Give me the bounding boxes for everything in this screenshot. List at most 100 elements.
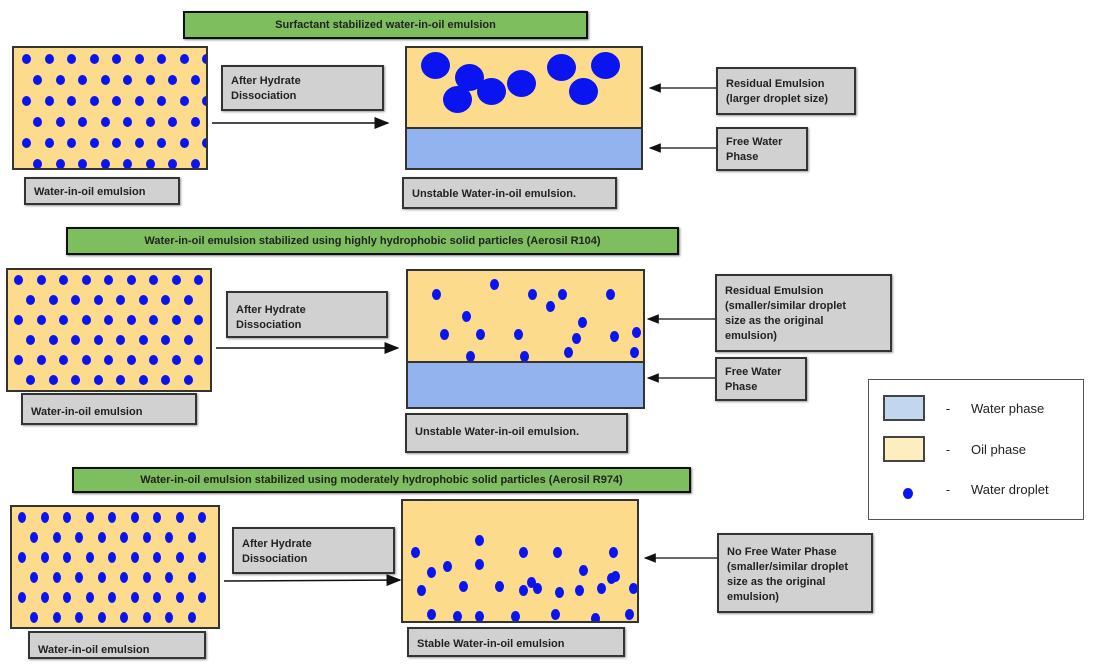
water-droplet [55, 159, 65, 168]
water-droplet [81, 275, 91, 285]
water-droplet [168, 75, 177, 85]
water-droplet [597, 583, 606, 594]
water-droplet [198, 592, 206, 603]
water-droplet [440, 329, 449, 340]
water-droplet [97, 612, 106, 623]
water-droplet [18, 552, 26, 563]
water-droplet [71, 375, 80, 385]
water-droplet [97, 532, 106, 543]
oil-phase-swatch [883, 436, 925, 462]
water-droplet [44, 54, 54, 64]
panel-3-stable-emulsion [401, 499, 639, 623]
water-droplet [93, 375, 103, 385]
water-droplet [130, 552, 139, 563]
water-droplet [198, 552, 206, 563]
water-droplet [116, 375, 125, 385]
water-droplet [40, 552, 49, 563]
water-droplet [33, 159, 42, 168]
water-droplet [610, 331, 619, 342]
water-droplet-icon [903, 488, 913, 499]
water-droplet [546, 301, 555, 312]
water-droplet [165, 612, 173, 623]
water-droplet [202, 96, 206, 106]
water-droplet [78, 159, 87, 168]
water-droplet [33, 117, 42, 127]
water-droplet [145, 75, 155, 85]
water-droplet [153, 512, 161, 523]
water-droplet [153, 552, 161, 563]
panel-2-title: Water-in-oil emulsion stabilized using h… [66, 227, 679, 255]
water-droplet [75, 572, 83, 583]
water-droplet [104, 315, 113, 325]
water-droplet [55, 117, 65, 127]
water-droplet [459, 581, 468, 592]
panel-3-annotation-no-free-water: No Free Water Phase (smaller/similar dro… [717, 533, 873, 613]
legend-dash: - [945, 481, 951, 497]
panel-3-initial-label: Water-in-oil emulsion [28, 631, 206, 659]
water-droplet [630, 347, 639, 358]
water-droplet [108, 512, 116, 523]
water-droplet [183, 375, 193, 385]
water-droplet [190, 159, 200, 168]
water-droplet-symbol [883, 476, 925, 502]
water-droplet [476, 329, 485, 340]
water-droplet [52, 612, 61, 623]
water-droplet [40, 512, 49, 523]
water-droplet [123, 75, 132, 85]
water-droplet [93, 335, 103, 345]
water-droplet [555, 587, 564, 598]
water-droplet [187, 612, 196, 623]
water-droplet [112, 54, 121, 64]
panel-1-title: Surfactant stabilized water-in-oil emuls… [183, 11, 588, 39]
water-droplet [514, 329, 523, 340]
water-droplet [81, 315, 91, 325]
water-droplet [575, 585, 584, 596]
water-droplet [198, 512, 206, 523]
water-droplet [22, 138, 31, 148]
legend-label: Oil phase [971, 441, 1026, 457]
legend: - Water phase - Oil phase - Water drople… [868, 379, 1084, 520]
water-droplet [134, 138, 144, 148]
water-droplet [71, 335, 80, 345]
water-droplet [168, 117, 177, 127]
water-droplet [443, 86, 472, 113]
water-droplet [93, 295, 103, 305]
water-droplet [104, 355, 113, 365]
water-droplet [179, 138, 189, 148]
water-droplet [520, 351, 529, 361]
water-droplet [26, 335, 35, 345]
water-droplet [100, 75, 110, 85]
panel-2-process-label: After Hydrate Dissociation [226, 291, 388, 338]
water-droplet [48, 335, 58, 345]
water-droplet [138, 375, 148, 385]
water-droplet [108, 552, 116, 563]
water-droplet [59, 355, 68, 365]
water-droplet [157, 54, 166, 64]
water-droplet [36, 275, 46, 285]
water-droplet [625, 609, 634, 620]
water-droplet [475, 535, 484, 546]
water-droplet [89, 96, 99, 106]
water-droplet [120, 572, 128, 583]
water-droplet [89, 138, 99, 148]
water-droplet [165, 532, 173, 543]
water-droplet [116, 335, 125, 345]
water-droplet [194, 275, 203, 285]
water-droplet [89, 54, 99, 64]
water-droplet [44, 96, 54, 106]
panel-1-annotation-free-water: Free Water Phase [716, 127, 808, 171]
water-droplet [26, 295, 35, 305]
water-droplet [120, 532, 128, 543]
water-droplet [142, 612, 151, 623]
water-droplet [183, 295, 193, 305]
water-droplet [22, 54, 31, 64]
water-droplet [171, 355, 181, 365]
water-droplet [123, 117, 132, 127]
legend-item-water-droplet: - Water droplet [883, 476, 1049, 502]
water-droplet [194, 355, 203, 365]
panel-2-annotation-free-water: Free Water Phase [715, 357, 807, 401]
water-droplet [161, 375, 170, 385]
water-droplet [149, 275, 158, 285]
panel-1-annotation-residual: Residual Emulsion (larger droplet size) [716, 67, 856, 115]
